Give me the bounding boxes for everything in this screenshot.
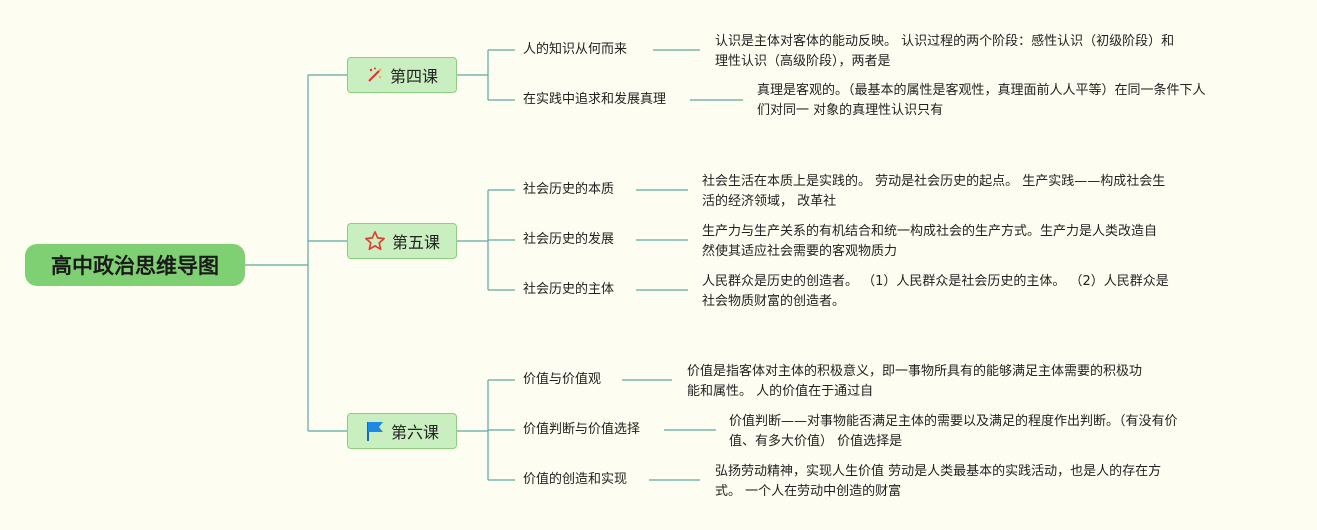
detail-line: 社会生活在本质上是实践的。 劳动是社会历史的起点。 生产实践——构成社会生 bbox=[702, 174, 1166, 189]
topic-node[interactable]: 价值的创造和实现 bbox=[523, 472, 628, 487]
detail-line: 社会物质财富的创造者。 bbox=[702, 294, 846, 309]
topic-detail: 价值判断——对事物能否满足主体的需要以及满足的程度作出判断。（有没有价 值、有多… bbox=[729, 412, 1178, 452]
detail-line: 价值是指客体对主体的积极意义，即一事物所具有的能够满足主体需要的积极功 bbox=[687, 364, 1143, 379]
lesson-label: 第六课 bbox=[390, 423, 439, 442]
root-title: 高中政治思维导图 bbox=[51, 254, 219, 278]
topic-detail: 生产力与生产关系的有机结合和统一构成社会的生产方式。生产力是人类改造自 然使其适… bbox=[702, 222, 1157, 262]
detail-line: 能和属性。 人的价值在于通过自 bbox=[687, 384, 874, 399]
topic-node[interactable]: 人的知识从何而来 bbox=[523, 42, 628, 57]
lesson-node-6[interactable]: 第六课 bbox=[347, 413, 457, 449]
detail-line: 人民群众是历史的创造者。 （1）人民群众是社会历史的主体。 （2）人民群众是 bbox=[702, 274, 1169, 289]
detail-line: 然使其适应社会需要的客观物质力 bbox=[702, 244, 898, 259]
topic-detail: 弘扬劳动精神，实现人生价值 劳动是人类最基本的实践活动，也是人的存在方 式。 一… bbox=[715, 462, 1161, 502]
topic-detail: 价值是指客体对主体的积极意义，即一事物所具有的能够满足主体需要的积极功 能和属性… bbox=[687, 362, 1142, 402]
detail-line: 活的经济领域， 改革社 bbox=[702, 194, 837, 209]
detail-line: 式。 一个人在劳动中创造的财富 bbox=[715, 484, 902, 499]
detail-line: 生产力与生产关系的有机结合和统一构成社会的生产方式。生产力是人类改造自 bbox=[702, 224, 1158, 239]
magic-wand-icon bbox=[366, 66, 384, 84]
detail-line: 价值判断——对事物能否满足主体的需要以及满足的程度作出判断。（有没有价 bbox=[729, 414, 1178, 429]
detail-line: 认识是主体对客体的能动反映。 认识过程的两个阶段：感性认识（初级阶段）和 bbox=[715, 34, 1175, 49]
root-node[interactable]: 高中政治思维导图 bbox=[25, 244, 245, 286]
topic-node[interactable]: 价值判断与价值选择 bbox=[523, 422, 641, 437]
detail-line: 真理是客观的。（最基本的属性是客观性，真理面前人人平等）在同一条件下人 bbox=[757, 83, 1206, 98]
topic-node[interactable]: 社会历史的本质 bbox=[523, 182, 615, 197]
topic-node[interactable]: 在实践中追求和发展真理 bbox=[523, 92, 667, 107]
lesson-label: 第四课 bbox=[389, 67, 438, 86]
lesson-node-4[interactable]: 第四课 bbox=[347, 57, 457, 93]
star-icon bbox=[364, 230, 386, 252]
detail-line: 们对同一 对象的真理性认识只有 bbox=[757, 103, 944, 118]
topic-detail: 真理是客观的。（最基本的属性是客观性，真理面前人人平等）在同一条件下人 们对同一… bbox=[757, 81, 1206, 121]
topic-node[interactable]: 价值与价值观 bbox=[523, 372, 602, 387]
detail-line: 值、有多大价值） 价值选择是 bbox=[729, 434, 903, 449]
topic-detail: 认识是主体对客体的能动反映。 认识过程的两个阶段：感性认识（初级阶段）和 理性认… bbox=[715, 32, 1174, 72]
topic-detail: 人民群众是历史的创造者。 （1）人民群众是社会历史的主体。 （2）人民群众是 社… bbox=[702, 272, 1169, 312]
detail-line: 理性认识（高级阶段），两者是 bbox=[715, 54, 891, 69]
topic-node[interactable]: 社会历史的主体 bbox=[523, 282, 615, 297]
flag-icon bbox=[365, 420, 385, 442]
detail-line: 弘扬劳动精神，实现人生价值 劳动是人类最基本的实践活动，也是人的存在方 bbox=[715, 464, 1162, 479]
topic-node[interactable]: 社会历史的发展 bbox=[523, 232, 615, 247]
lesson-label: 第五课 bbox=[391, 233, 440, 252]
lesson-node-5[interactable]: 第五课 bbox=[347, 223, 457, 259]
topic-detail: 社会生活在本质上是实践的。 劳动是社会历史的起点。 生产实践——构成社会生 活的… bbox=[702, 172, 1165, 212]
